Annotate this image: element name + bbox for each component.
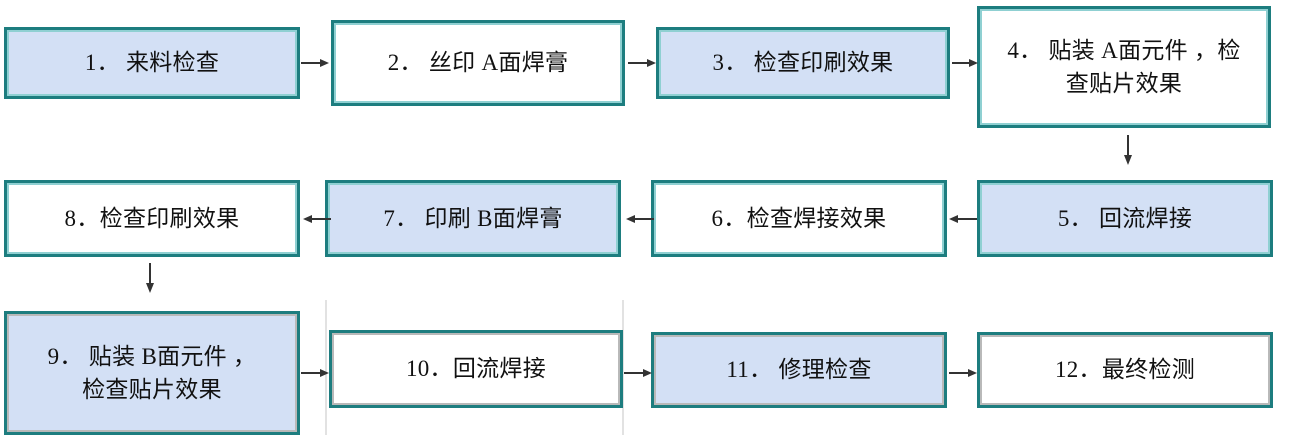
node-frame-inner — [980, 335, 1270, 405]
node-label: 4． 贴装 A面元件 ，检 查贴片效果 — [1007, 37, 1241, 96]
node-frame-outer — [4, 180, 300, 257]
node-fill — [982, 185, 1268, 252]
connector-arrow-right — [627, 55, 657, 71]
node-frame-outer — [977, 332, 1273, 408]
node-fill — [9, 316, 295, 430]
node-frame-inner — [7, 314, 297, 432]
process-node-9[interactable]: 9． 贴装 B面元件 ， 检查贴片效果 — [4, 311, 300, 435]
node-frame-outer — [329, 330, 623, 408]
node-frame-outer — [651, 332, 947, 408]
node-frame-inner — [334, 23, 622, 103]
node-fill — [982, 337, 1268, 403]
node-label: 10．回流焊接 — [405, 356, 547, 382]
connector-arrow-left — [302, 211, 332, 227]
node-label: 12．最终检测 — [1054, 357, 1196, 383]
node-label: 9． 贴装 B面元件 ， 检查贴片效果 — [47, 343, 257, 402]
node-fill — [656, 185, 942, 252]
connector-arrow-right — [300, 365, 330, 381]
node-label: 1． 来料检查 — [84, 50, 220, 76]
node-label: 6．检查焊接效果 — [711, 205, 887, 231]
node-frame-inner — [7, 30, 297, 96]
node-label: 5． 回流焊接 — [1057, 205, 1193, 231]
connector-arrow-down — [142, 262, 158, 294]
node-frame-inner — [980, 9, 1268, 125]
process-node-10[interactable]: 10．回流焊接 — [329, 330, 623, 408]
process-node-7[interactable]: 7． 印刷 B面焊膏 — [325, 180, 621, 257]
process-node-11[interactable]: 11． 修理检查 — [651, 332, 947, 408]
guide-line-right — [622, 300, 624, 435]
process-node-8[interactable]: 8．检查印刷效果 — [4, 180, 300, 257]
node-label: 3． 检查印刷效果 — [712, 50, 894, 76]
node-label: 11． 修理检查 — [726, 357, 872, 383]
node-fill — [982, 11, 1266, 123]
process-node-4[interactable]: 4． 贴装 A面元件 ，检 查贴片效果 — [977, 6, 1271, 128]
node-fill — [330, 185, 616, 252]
node-label: 7． 印刷 B面焊膏 — [383, 205, 563, 231]
node-frame-outer — [331, 20, 625, 106]
connector-arrow-left — [948, 211, 978, 227]
node-frame-inner — [332, 333, 620, 405]
connector-arrow-right — [623, 365, 653, 381]
node-frame-outer — [977, 180, 1273, 257]
node-frame-inner — [659, 30, 947, 96]
node-frame-outer — [656, 27, 950, 99]
node-fill — [661, 32, 945, 94]
node-frame-inner — [654, 335, 944, 405]
process-node-2[interactable]: 2． 丝印 A面焊膏 — [331, 20, 625, 106]
node-fill — [656, 337, 942, 403]
node-label: 8．检查印刷效果 — [64, 205, 240, 231]
connector-arrow-right — [300, 55, 330, 71]
node-frame-inner — [654, 183, 944, 254]
connector-arrow-right — [948, 365, 978, 381]
guide-line-left — [325, 300, 327, 435]
process-node-6[interactable]: 6．检查焊接效果 — [651, 180, 947, 257]
node-frame-inner — [7, 183, 297, 254]
node-frame-inner — [980, 183, 1270, 254]
node-label: 2． 丝印 A面焊膏 — [387, 50, 569, 76]
connector-arrow-right — [951, 55, 979, 71]
connector-arrow-down — [1120, 134, 1136, 166]
node-fill — [334, 335, 618, 403]
node-fill — [336, 25, 620, 101]
node-frame-outer — [977, 6, 1271, 128]
node-frame-outer — [4, 311, 300, 435]
process-node-3[interactable]: 3． 检查印刷效果 — [656, 27, 950, 99]
process-node-12[interactable]: 12．最终检测 — [977, 332, 1273, 408]
node-frame-outer — [4, 27, 300, 99]
process-node-1[interactable]: 1． 来料检查 — [4, 27, 300, 99]
node-fill — [9, 185, 295, 252]
process-node-5[interactable]: 5． 回流焊接 — [977, 180, 1273, 257]
connector-arrow-left — [625, 211, 655, 227]
node-fill — [9, 32, 295, 94]
